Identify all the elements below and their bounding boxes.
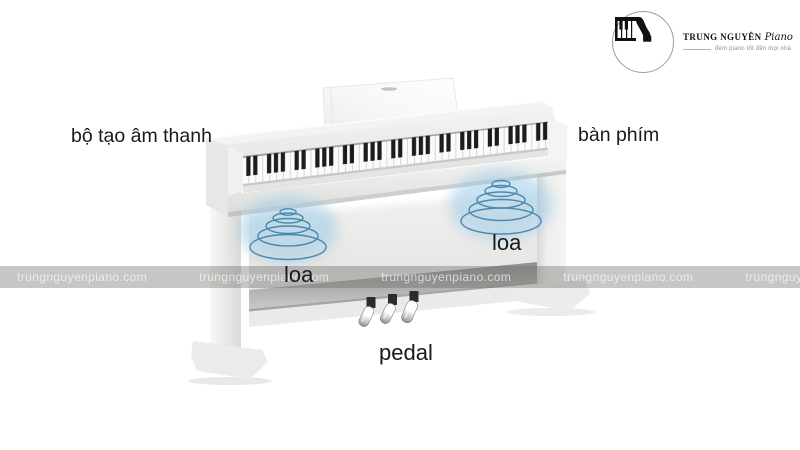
watermark-text: trungnguyenpiano.com — [17, 270, 148, 284]
pedal-unit — [358, 291, 419, 327]
piano-keys-glyph — [615, 17, 652, 42]
piano-logo-icon — [612, 11, 674, 73]
watermark-band: trungnguyenpiano.com trungnguyenpiano.co… — [0, 266, 800, 288]
brand-name: TRUNG NGUYÊN — [683, 32, 762, 42]
label-speaker-right: loa — [492, 230, 522, 255]
label-sound-generator: bộ tạo âm thanh — [71, 125, 212, 147]
watermark-text: trungnguyenpiano.com — [381, 270, 512, 284]
pedal-sostenuto — [380, 294, 397, 324]
speaker-wave-right-icon — [449, 169, 553, 241]
fallboard — [214, 107, 556, 163]
top-lid — [206, 101, 552, 146]
label-pedal: pedal — [379, 340, 433, 365]
brand-name-script: Piano — [764, 32, 793, 43]
label-speaker-left: loa — [284, 262, 314, 287]
watermark-text: trungnguyenpiano.com — [563, 270, 694, 284]
watermark-text: trungnguyenpiano.com — [745, 270, 800, 284]
pedal-soft — [358, 297, 376, 327]
left-end-cap — [206, 138, 228, 216]
label-keyboard: bàn phím — [578, 124, 660, 146]
left-foot — [191, 341, 268, 379]
brand-text: TRUNG NGUYÊN Piano đem piano tốt đến mọi… — [683, 32, 793, 52]
black-keys — [243, 121, 556, 177]
pedal-sustain — [401, 291, 419, 324]
right-cheek — [548, 118, 567, 162]
tagline-rule — [683, 48, 711, 50]
brand-mark — [381, 87, 397, 91]
base-recess — [249, 262, 538, 309]
brand-logo: TRUNG NGUYÊN Piano đem piano tốt đến mọi… — [612, 11, 793, 73]
key-slip — [243, 149, 556, 193]
watermark-text: trungnguyenpiano.com — [199, 270, 330, 284]
right-foot — [511, 279, 590, 311]
front-panel — [228, 155, 566, 212]
brand-tagline: đem piano tốt đến mọi nhà — [715, 46, 792, 52]
speaker-wave-left-icon — [238, 196, 338, 264]
